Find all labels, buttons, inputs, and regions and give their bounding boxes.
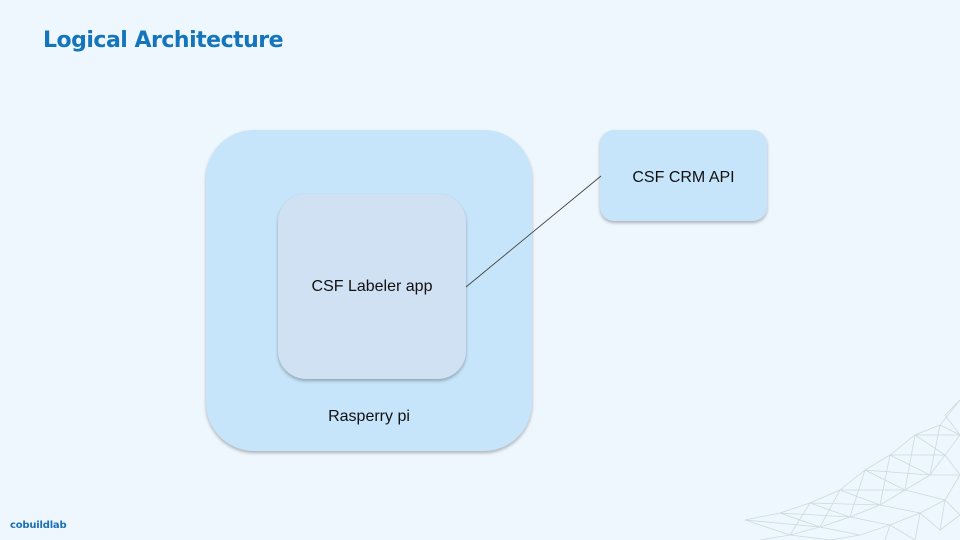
crm-api-label: CSF CRM API (632, 169, 735, 186)
slide-title: Logical Architecture (43, 28, 284, 53)
labeler-app-box: CSF Labeler app (278, 194, 466, 379)
raspberry-pi-label: Rasperry pi (328, 408, 410, 425)
cobuildlab-logo: cobuildlab (10, 520, 67, 531)
crm-api-box: CSF CRM API (600, 130, 767, 221)
labeler-app-label: CSF Labeler app (311, 278, 433, 295)
decorative-mesh-graphic (744, 399, 960, 540)
